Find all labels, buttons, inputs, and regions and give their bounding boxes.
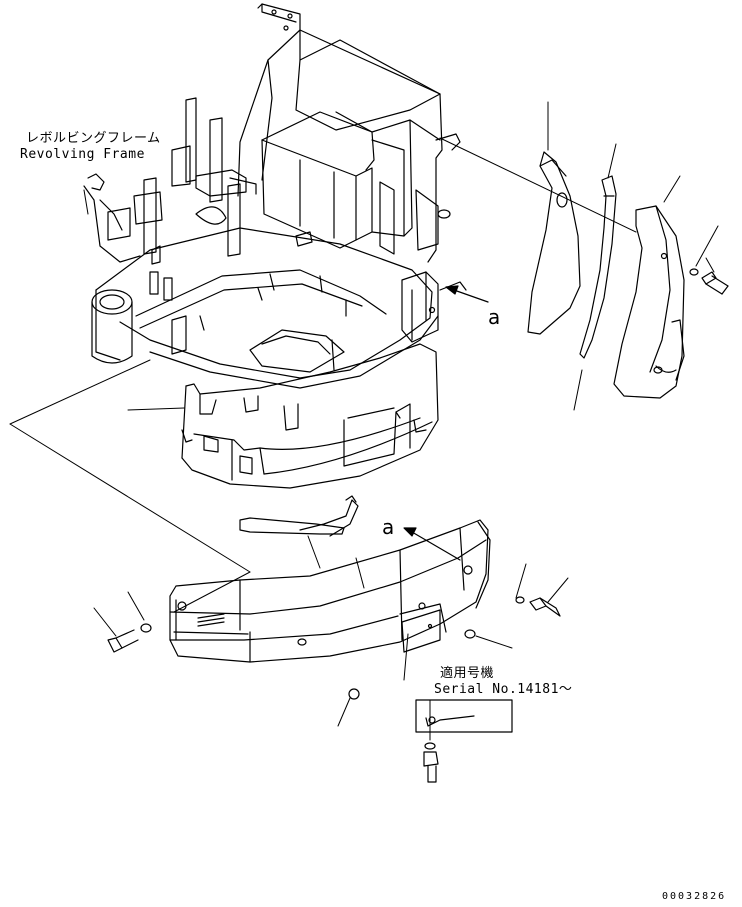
callout-label-upper: a: [488, 305, 501, 329]
counterweight-cover: [182, 344, 438, 488]
side-cover-set: [528, 152, 684, 398]
revolving-frame-label-jp: レボルビングフレーム: [26, 131, 161, 146]
lower-fasteners: [108, 597, 560, 782]
serial-label-jp: 適用号機: [440, 666, 495, 681]
revolving-frame: [84, 4, 466, 388]
revolving-frame-label-en: Revolving Frame: [20, 147, 145, 162]
callout-arrows: [404, 286, 488, 560]
leader-lines: [10, 102, 718, 740]
serial-label-en: Serial No.14181～: [434, 682, 573, 697]
upper-bolt-assembly: [690, 269, 728, 294]
callout-label-lower: a: [382, 515, 395, 539]
document-number: 00032826: [662, 891, 727, 902]
lower-plates: [240, 496, 358, 536]
counterweight: [170, 520, 490, 662]
